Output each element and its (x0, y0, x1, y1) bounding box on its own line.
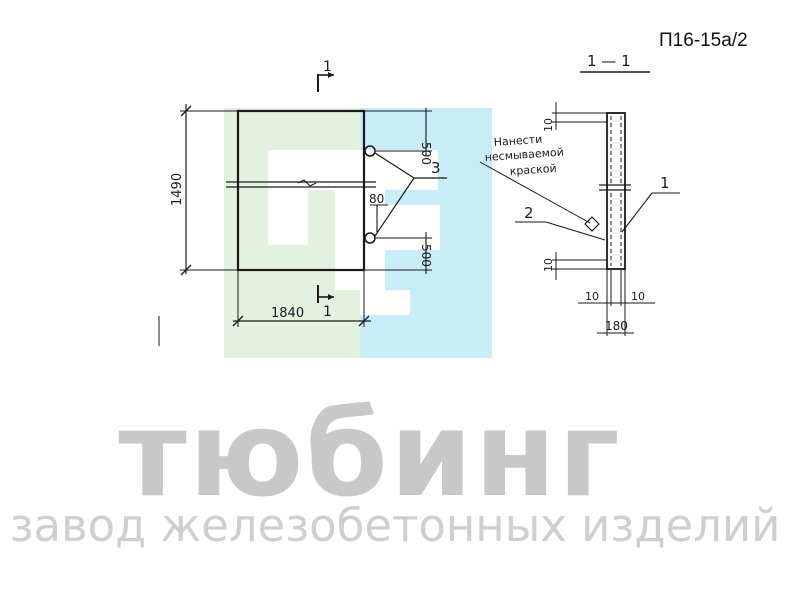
dim-top-label: 10 (542, 118, 555, 132)
tick (232, 315, 244, 327)
section-label-bottom: 1 (323, 304, 332, 320)
callout-loops: 3 (431, 159, 441, 177)
leader-line (374, 177, 415, 237)
logo-white-cut (360, 290, 410, 315)
slab-section (606, 112, 626, 270)
lifting-loop-top (364, 145, 376, 157)
note-line-2: несмываемой (484, 146, 564, 164)
dim-bottom-label: 10 (542, 258, 555, 272)
callout-slab: 1 (660, 174, 670, 192)
marking-symbol (584, 216, 600, 232)
tick (180, 264, 192, 276)
logo-white-cut (268, 150, 308, 245)
dim-top-offset-label: 500 (419, 142, 433, 165)
tick (358, 315, 370, 327)
callout-marking: 2 (524, 204, 534, 222)
note-line-1: Нанести (493, 133, 542, 149)
section-view: 1 — 1 10 10 10 10 180 Нанести несмываемо… (479, 52, 680, 336)
slab-outline (236, 109, 366, 272)
section-label-top: 1 (323, 59, 332, 75)
section-arrowhead (328, 294, 334, 300)
logo-white-cut (385, 205, 440, 250)
section-arrowhead (328, 72, 334, 78)
leader-line (545, 221, 606, 241)
dim-bottom-offset-label: 500 (419, 244, 433, 267)
note-line-3: краской (509, 162, 557, 178)
watermark-tagline: завод железобетонных изделий (9, 499, 781, 552)
dim-height-label: 1490 (170, 173, 185, 206)
dim-cover-left-label: 10 (585, 290, 599, 303)
product-code: П16-15а/2 (659, 30, 748, 51)
plan-view: 1490 1840 1 1 500 500 80 (170, 59, 447, 327)
dim-width-label: 1840 (271, 306, 304, 321)
dim-cover-right-label: 10 (631, 290, 645, 303)
watermark-brand: тюбинг (118, 385, 622, 523)
tick (180, 105, 192, 117)
note-leader (479, 161, 591, 224)
break-mark (297, 179, 317, 187)
leader-line (621, 192, 653, 233)
dim-thickness-label: 180 (605, 319, 628, 333)
dim-loop-gap-label: 80 (369, 192, 384, 206)
section-title: 1 — 1 (587, 52, 631, 70)
leader-line (374, 152, 415, 179)
lifting-loop-bottom (364, 232, 376, 244)
